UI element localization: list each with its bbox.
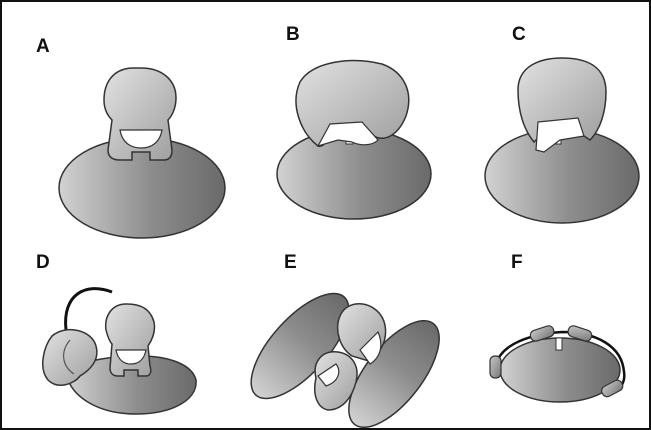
panel-d-head xyxy=(106,304,155,376)
panel-f-pod-3 xyxy=(490,356,501,378)
panel-a-label: A xyxy=(36,36,50,57)
panel-c-label: C xyxy=(512,24,526,45)
panel-f-body-notch xyxy=(556,338,562,350)
panel-e-label: E xyxy=(284,252,297,273)
panel-b-label: B xyxy=(286,24,300,45)
panel-a-body xyxy=(59,138,225,238)
panel-d-label: D xyxy=(36,252,50,273)
panel-f-label: F xyxy=(511,252,523,273)
panel-c-body xyxy=(485,129,639,223)
